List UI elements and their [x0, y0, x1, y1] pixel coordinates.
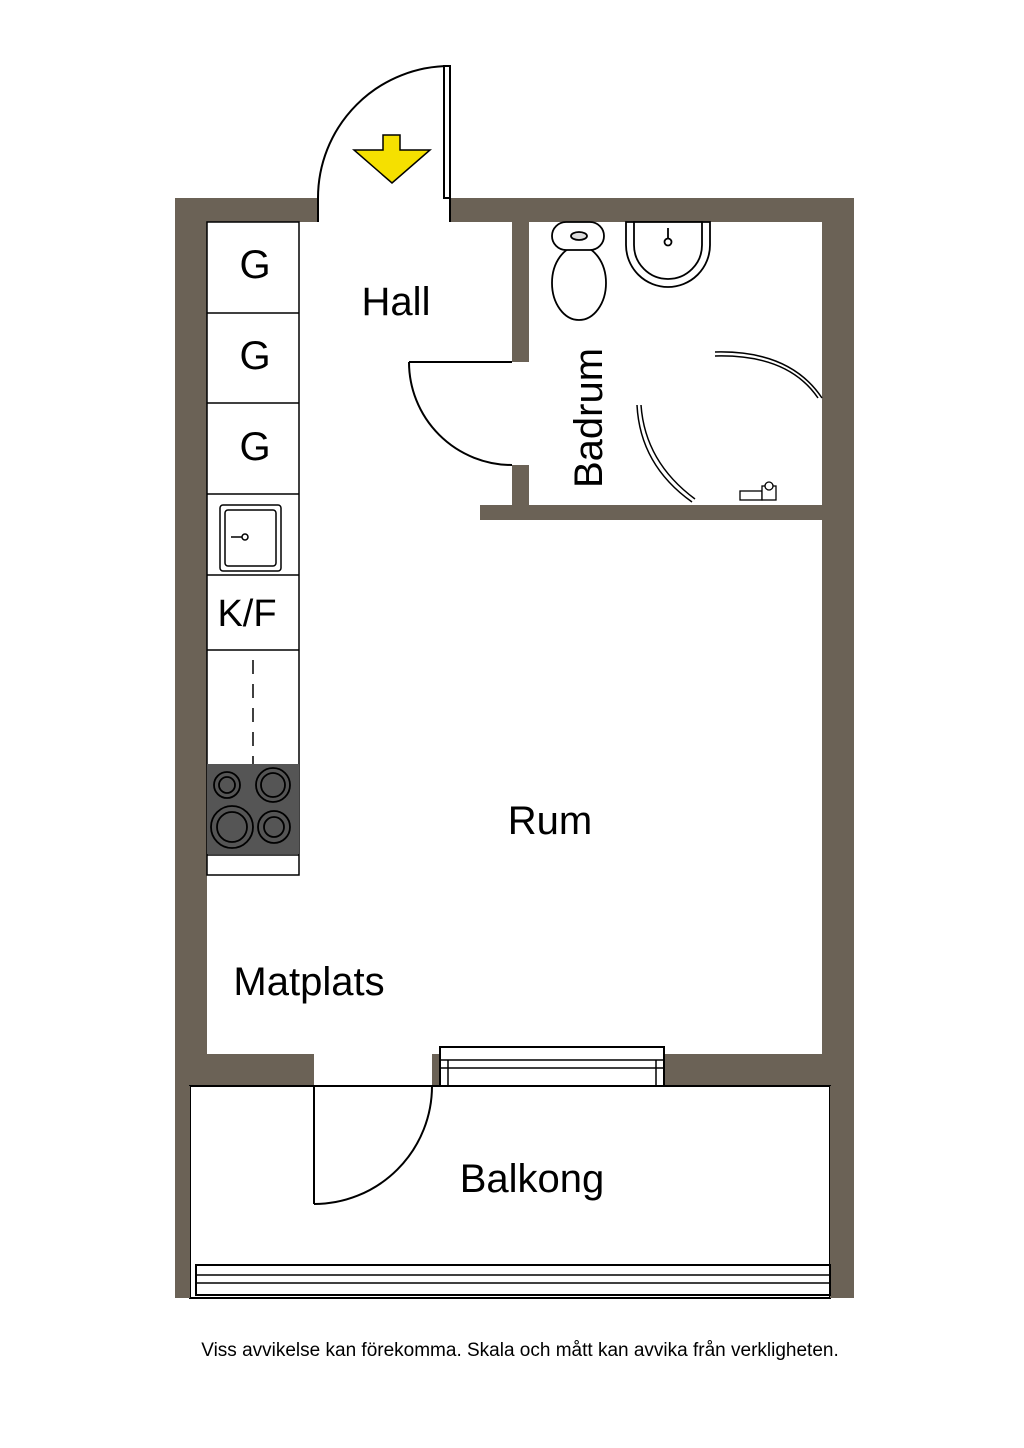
entrance-arrow-icon [351, 134, 433, 184]
disclaimer-text: Viss avvikelse kan förekomma. Skala och … [201, 1340, 839, 1361]
cabinet-labels: G G G K/F [217, 243, 276, 635]
cabinet-label-2: G [239, 334, 270, 378]
balcony-door [313, 1085, 433, 1205]
toilet-icon [551, 221, 607, 321]
balcony [175, 1085, 854, 1299]
entrance-door [317, 65, 451, 222]
room-label-hall: Hall [362, 280, 431, 324]
shower-tap-icon [739, 481, 777, 501]
fridge-label: K/F [217, 593, 276, 635]
washbasin-icon [625, 221, 711, 288]
room-label-badrum: Badrum [567, 348, 611, 488]
room-label-balkong: Balkong [460, 1157, 605, 1201]
shower-enclosure [636, 351, 823, 503]
room-label-rum: Rum [508, 799, 592, 843]
cabinet-label-1: G [239, 243, 270, 287]
room-label-matplats: Matplats [233, 960, 384, 1004]
cabinet-label-3: G [239, 425, 270, 469]
kitchen-sink-icon [219, 504, 282, 572]
window [439, 1046, 665, 1087]
bathroom-door [408, 361, 513, 466]
stove-icon [207, 764, 299, 854]
